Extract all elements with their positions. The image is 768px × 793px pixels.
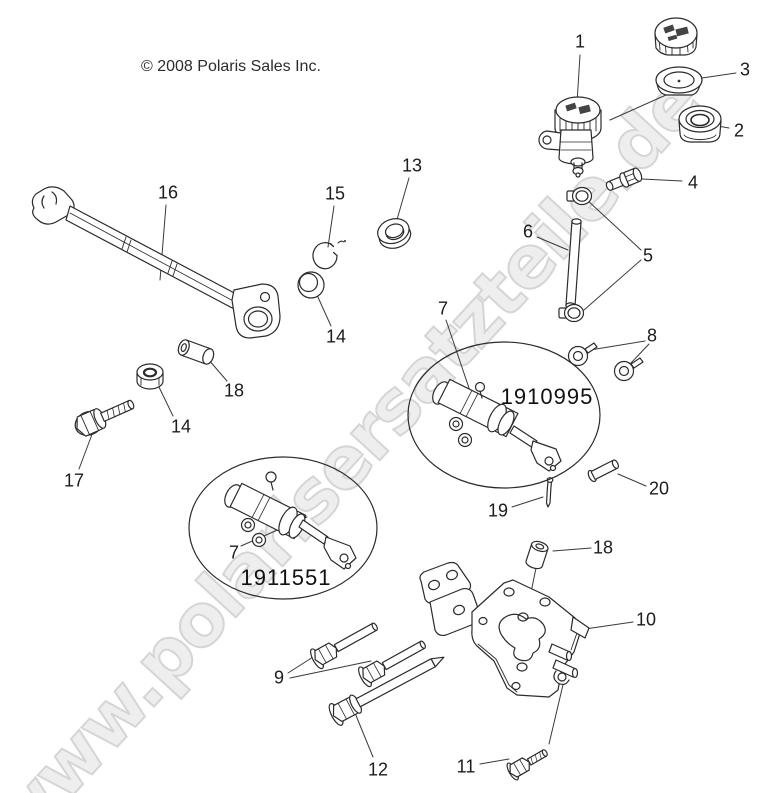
- callout-1: 1: [574, 31, 586, 52]
- callout-13: 13: [401, 155, 423, 176]
- part-number-1910995: 1910995: [500, 384, 594, 409]
- brake-lever: [31, 186, 281, 339]
- part-number-1911551: 1911551: [240, 565, 332, 590]
- callout-6: 6: [522, 221, 534, 242]
- small-flange-bolt: [506, 749, 548, 781]
- callout-2: 2: [733, 120, 745, 141]
- flange-nut: [136, 363, 164, 390]
- hex-bolt: [74, 399, 135, 437]
- callout-3: 3: [739, 59, 751, 80]
- snap-ring: [312, 240, 346, 270]
- mounting-bracket: [419, 561, 590, 698]
- reservoir-diaphragm: [655, 66, 703, 96]
- master-cylinder-group-1911551: [188, 456, 378, 600]
- callout-5: 5: [642, 245, 654, 266]
- reservoir-cap: [654, 17, 698, 56]
- callout-4: 4: [687, 172, 699, 193]
- callout-16: 16: [157, 182, 179, 203]
- callout-19: 19: [487, 500, 509, 521]
- spacer-left: [177, 339, 215, 365]
- master-cylinder-group-1910995: [407, 341, 601, 489]
- hose-clamp-lower: [558, 303, 585, 323]
- callout-10: 10: [635, 609, 657, 630]
- callout-11: 11: [456, 756, 476, 777]
- cotter-pin: [545, 477, 554, 508]
- callout-14: 14: [325, 326, 347, 347]
- callout-12: 12: [367, 759, 389, 780]
- reservoir-grommet: [678, 105, 722, 143]
- callout-7: 7: [228, 542, 240, 563]
- callout-7: 7: [437, 298, 449, 319]
- callout-17: 17: [63, 470, 85, 491]
- self-tapping-bolt: [328, 656, 445, 726]
- flange-bolts: [310, 622, 426, 688]
- fitting-bolt: [605, 167, 643, 191]
- reservoir-hose: [565, 218, 582, 309]
- callout-18: 18: [223, 380, 245, 401]
- pivot-cap: [297, 271, 325, 299]
- callout-9: 9: [273, 667, 285, 688]
- copyright-line: © 2008 Polaris Sales Inc.: [141, 58, 321, 75]
- hose-clamp-upper: [566, 186, 593, 206]
- callout-20: 20: [648, 478, 670, 499]
- button-screws: [567, 342, 644, 382]
- clevis-pin: [587, 459, 619, 483]
- callout-18: 18: [592, 537, 614, 558]
- washer: [377, 218, 412, 249]
- spacer-bracket: [525, 540, 549, 570]
- brake-fluid-reservoir: [538, 96, 602, 178]
- callout-15: 15: [324, 183, 346, 204]
- callout-14: 14: [170, 416, 192, 437]
- callout-8: 8: [646, 325, 658, 346]
